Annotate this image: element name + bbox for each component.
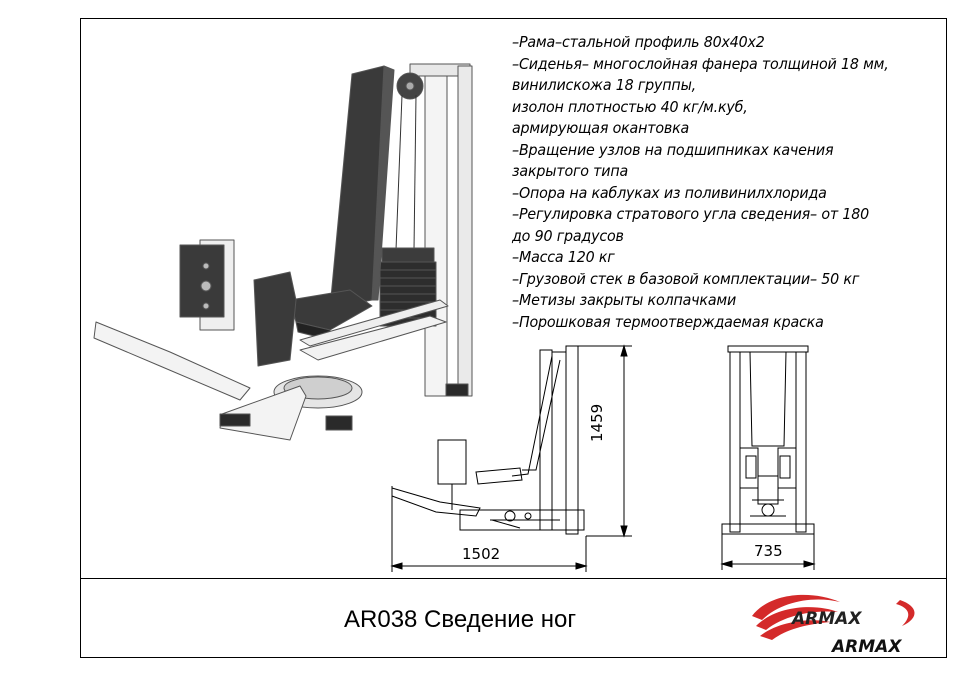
logo-mark-text: ARMAX	[790, 609, 862, 629]
spec-line: –Опора на каблуках из поливинилхлорида	[512, 183, 827, 202]
spec-line: –Порошковая термоотверждаемая краска	[512, 312, 824, 331]
page-frame	[80, 18, 947, 658]
spec-line: –Регулировка стратового угла сведения– о…	[512, 205, 870, 223]
spec-line: –Грузовой стек в базовой комплектации– 5…	[512, 269, 860, 288]
logo-wordmark-text: ARMAX	[830, 637, 902, 657]
spec-line: –Вращение узлов на подшипниках качения	[512, 140, 834, 159]
spec-line: до 90 градусов	[512, 226, 624, 245]
spec-line: –Сиденья– многослойная фанера толщиной 1…	[512, 54, 889, 73]
spec-line: армирующая окантовка	[512, 119, 690, 137]
spec-line: –Рама–стальной профиль 80x40x2	[512, 33, 765, 51]
spec-line: закрытого типа	[512, 162, 629, 180]
spec-line: –Метизы закрыты колпачками	[512, 291, 737, 309]
width-dimension-label: 735	[754, 542, 783, 560]
spec-line: –Масса 120 кг	[512, 248, 615, 266]
title-divider	[80, 578, 947, 579]
length-dimension-label: 1502	[462, 545, 501, 563]
product-title: AR038 Сведение ног	[344, 606, 577, 633]
spec-line: винилискожа 18 группы,	[512, 76, 696, 94]
spec-line: изолон плотностью 40 кг/м.куб,	[512, 97, 748, 116]
spec-list: –Рама–стальной профиль 80x40x2 –Сиденья–…	[512, 32, 908, 333]
